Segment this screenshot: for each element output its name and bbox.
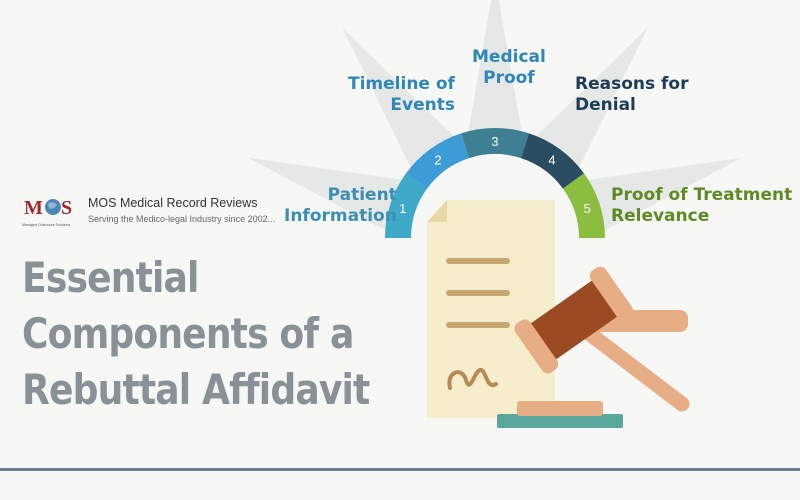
arc-number-2: 2 [434, 153, 441, 168]
light-ray [247, 157, 402, 231]
arc-segment-2 [406, 133, 470, 189]
arc-numbers: 1 2 3 4 5 [399, 134, 591, 216]
title-line: Rebuttal Affidavit [22, 365, 370, 414]
light-ray [588, 157, 743, 231]
component-label-line: Relevance [611, 206, 710, 226]
arc-segment-1 [385, 173, 428, 238]
component-label-line: Timeline of [348, 74, 455, 94]
arc-segment-3 [461, 127, 529, 159]
component-label-timeline-of-events: Timeline of Events [348, 74, 455, 116]
component-label-reasons-for-denial: Reasons for Denial [575, 74, 689, 116]
component-label-line: Patient [327, 185, 397, 205]
component-label-line: Medical [472, 47, 546, 67]
arc-segment-5 [562, 173, 605, 238]
logo-company-name: MOS Medical Record Reviews [88, 196, 258, 210]
light-ray [342, 27, 454, 168]
light-rays [247, 0, 743, 231]
component-label-line: Proof of Treatment [611, 185, 793, 205]
component-label-line: Denial [575, 95, 636, 115]
logo-tagline: Serving the Medico-legal Industry since … [88, 214, 276, 224]
arc-number-5: 5 [584, 201, 591, 216]
mos-logo-icon: M S [24, 197, 72, 219]
component-label-line: Proof [483, 68, 535, 88]
gavel-icon [497, 266, 690, 428]
title-line: Components of a [22, 309, 354, 358]
component-label-medical-proof: Medical Proof [472, 47, 546, 89]
arc-number-1: 1 [399, 201, 406, 216]
component-label-line: Reasons for [575, 74, 689, 94]
page-title: Essential Components of a Rebuttal Affid… [22, 250, 370, 418]
light-ray [468, 0, 522, 132]
logo-subline: Managed Outsource Solutions [22, 223, 71, 227]
arc-segments [385, 127, 605, 238]
component-label-line: Events [390, 95, 455, 115]
arc-number-4: 4 [548, 153, 555, 168]
component-label-patient-information: Patient Information [284, 185, 397, 227]
component-label-proof-of-treatment-relevance: Proof of Treatment Relevance [611, 185, 792, 227]
svg-text:S: S [61, 197, 72, 219]
arc-segment-4 [520, 133, 584, 189]
svg-text:M: M [24, 197, 43, 219]
company-logo: M S Managed Outsource Solutions MOS Medi… [22, 190, 282, 230]
signature-icon [447, 368, 498, 390]
title-line: Essential [22, 253, 199, 302]
component-label-line: Information [284, 206, 397, 226]
document-icon [427, 200, 555, 418]
arc-number-3: 3 [491, 134, 498, 149]
light-ray [536, 27, 648, 168]
bottom-rule [0, 468, 800, 471]
